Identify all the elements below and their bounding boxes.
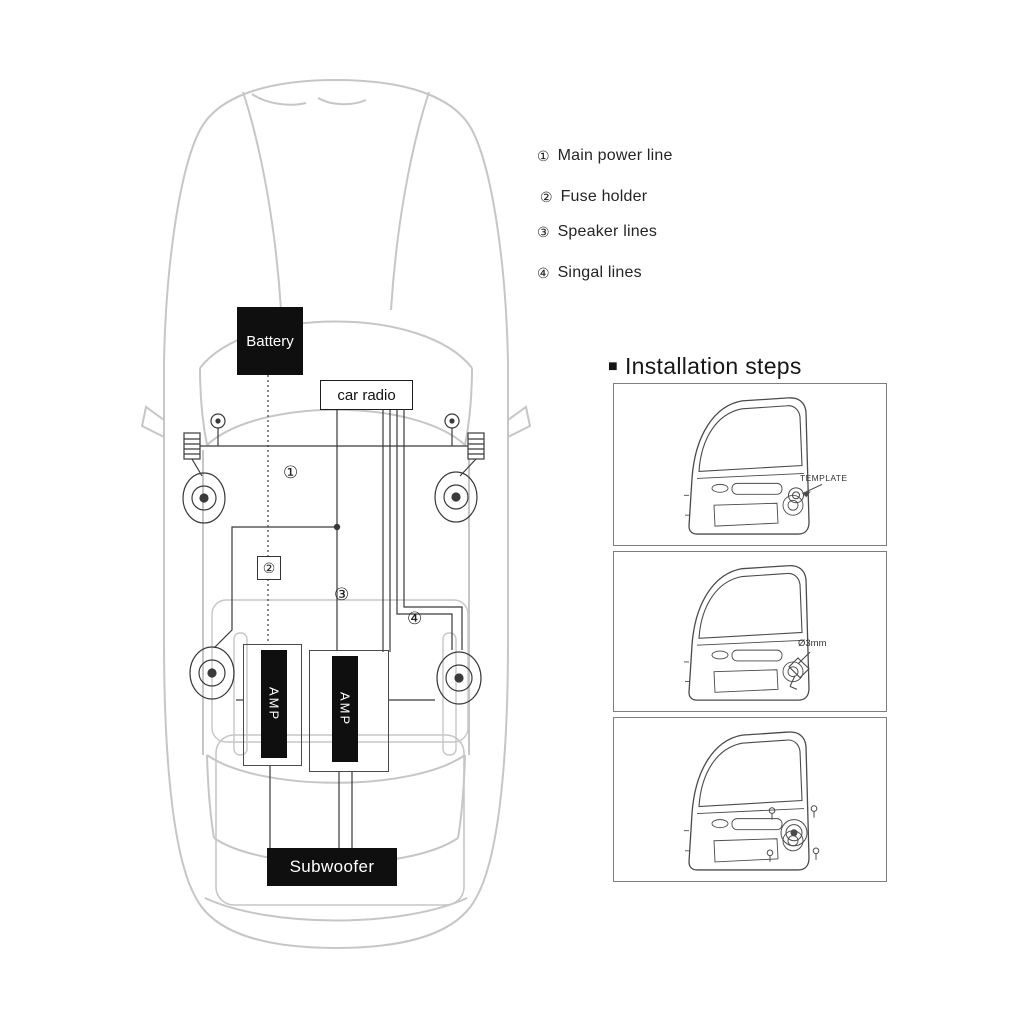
wire-marker-1: ① [283, 463, 299, 482]
legend-item-fuse-holder: ② Fuse holder [540, 188, 647, 206]
door-speaker-mounting-illustration [683, 731, 820, 871]
drill-size-annotation: Ø3mm [798, 638, 827, 649]
installation-step-2-panel: Ø3mm [613, 551, 887, 712]
legend-num-2: ② [540, 188, 553, 205]
legend-item-singal-lines: ④ Singal lines [537, 264, 642, 282]
amp-left-box: AMP [261, 650, 287, 758]
amp-right-label: AMP [337, 691, 353, 727]
fuse-holder-box: ② [257, 556, 281, 580]
installation-step-3-panel [613, 717, 887, 882]
amp-left-chassis [243, 644, 302, 766]
amp-left-label: AMP [266, 686, 282, 722]
wire-marker-4: ④ [407, 609, 423, 628]
template-annotation: TEMPLATE [800, 473, 848, 483]
subwoofer-label: Subwoofer [289, 857, 375, 876]
installation-steps-heading: ■ Installation steps [608, 353, 802, 380]
legend-label-2: Fuse holder [560, 188, 648, 205]
car-radio-box: car radio [320, 380, 413, 410]
car-radio-label: car radio [337, 386, 396, 404]
battery-box: Battery [237, 307, 303, 375]
battery-label: Battery [246, 332, 294, 350]
legend-label-1: Main power line [557, 147, 673, 164]
legend-item-main-power-line: ① Main power line [537, 147, 673, 165]
door-template-illustration [683, 397, 823, 535]
wire-marker-2: ② [262, 559, 276, 576]
legend-num-3: ③ [537, 223, 550, 240]
square-bullet-icon: ■ [608, 357, 618, 375]
legend-num-1: ① [537, 147, 550, 164]
legend-num-4: ④ [537, 264, 550, 281]
amp-right-box: AMP [332, 656, 358, 762]
legend-item-speaker-lines: ③ Speaker lines [537, 223, 657, 241]
installation-step-1-panel: TEMPLATE [613, 383, 887, 546]
installation-steps-title: Installation steps [624, 353, 802, 379]
subwoofer-box: Subwoofer [267, 848, 397, 886]
wire-marker-3: ③ [334, 585, 350, 604]
door-drilling-illustration [683, 564, 811, 701]
legend-label-3: Speaker lines [557, 223, 658, 240]
legend-label-4: Singal lines [557, 264, 642, 281]
amp-right-chassis [309, 650, 389, 772]
